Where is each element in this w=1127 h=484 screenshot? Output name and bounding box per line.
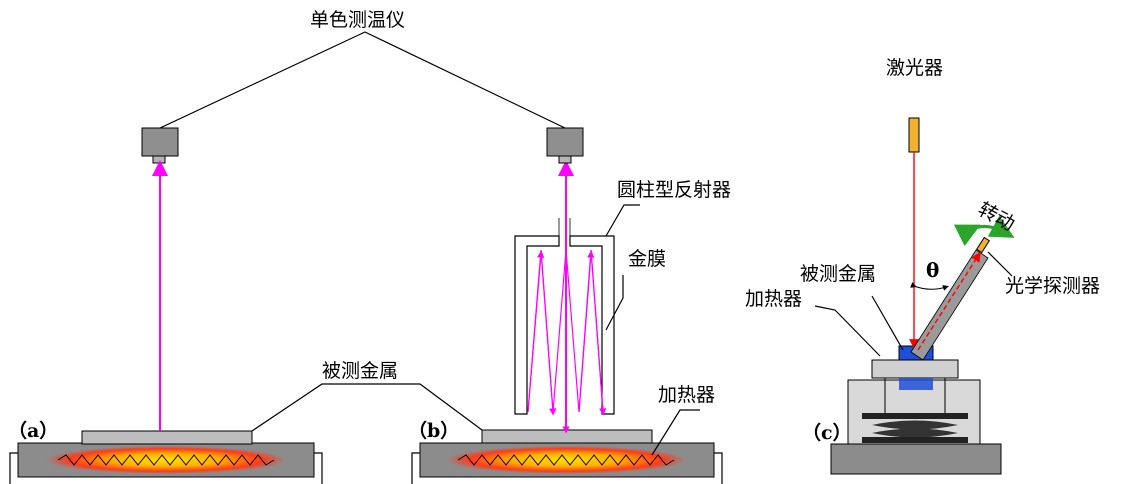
pyrometer-label: 单色测温仪: [310, 9, 405, 31]
leader-lines-ab: [159, 31, 700, 456]
laser-c: [908, 117, 920, 153]
pyrometer-a: [141, 127, 179, 164]
sample-metal-label: 被测金属: [322, 360, 398, 382]
panel-c-label: （c）: [802, 421, 852, 444]
heater-label-b: 加热器: [658, 384, 715, 406]
heater-coil-b: [457, 454, 675, 466]
heater-label-c: 加热器: [745, 288, 802, 310]
sample-metal-a: [81, 430, 253, 445]
theta-label: θ: [926, 258, 939, 282]
theta-arc-c: [910, 282, 949, 291]
detector-c: [975, 236, 991, 254]
sample-metal-label-c: 被测金属: [800, 263, 876, 285]
panel-b-label: （b）: [408, 419, 459, 442]
sample-metal-b: [481, 429, 653, 444]
panel-c: θ （c）: [802, 117, 1015, 475]
pyrometer-b: [546, 127, 584, 164]
base-plate-c: [830, 443, 1002, 475]
heater-base-b: [411, 442, 723, 484]
panel-a: （a）: [8, 127, 323, 484]
heater-base-a: [9, 442, 323, 484]
detector-label: 光学探测器: [1005, 275, 1100, 297]
detector-arm-c: [910, 236, 991, 361]
reflector-label: 圆柱型反射器: [617, 179, 731, 201]
rotate-arrow-c: [953, 215, 1015, 247]
heater-coil-a: [57, 454, 275, 466]
panel-a-label: （a）: [8, 419, 58, 442]
laser-label: 激光器: [886, 57, 943, 79]
spring-c: [862, 413, 968, 443]
support-stage-c: [871, 359, 959, 379]
panel-b: （b）: [408, 127, 723, 484]
leader-lines-c: [814, 251, 1013, 357]
gold-film-label: 金膜: [628, 248, 666, 270]
